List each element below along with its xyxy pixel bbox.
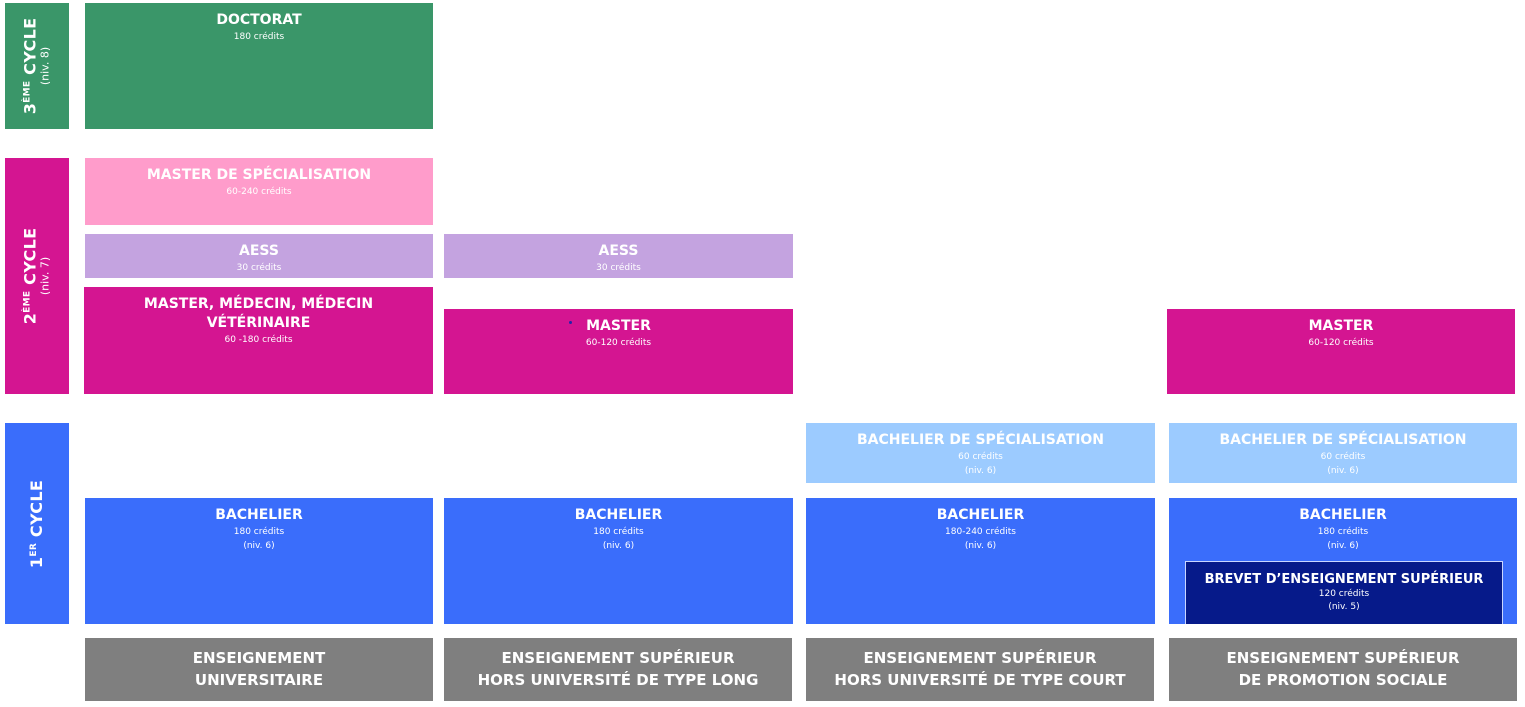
master-promo-credits: 60-120 crédits <box>1308 338 1374 348</box>
brevet-credits: 120 crédits <box>1318 589 1370 599</box>
doctorat-title: DOCTORAT <box>216 12 302 28</box>
bachelier-promo-credits: 180 crédits <box>1317 527 1369 537</box>
bachelier-long-credits: 180 crédits <box>593 527 644 537</box>
bachelier-specialisation-court-title: BACHELIER DE SPÉCIALISATION <box>856 432 1105 448</box>
bachelier-specialisation-promo-box: BACHELIER DE SPÉCIALISATION 60 crédits (… <box>1169 423 1517 483</box>
bachelier-promo-title: BACHELIER <box>1299 507 1387 523</box>
bachelier-long-level: (niv. 6) <box>602 541 635 551</box>
master-univ-title-line2: VÉTÉRINAIRE <box>206 315 311 331</box>
aess-univ-title: AESS <box>239 243 279 259</box>
bachelier-promo-level: (niv. 6) <box>1327 541 1359 551</box>
bachelier-univ-box: BACHELIER 180 crédits (niv. 6) <box>85 498 433 624</box>
cycle-3-label: 3ÈME CYCLE (niv. 8) <box>5 3 69 129</box>
master-promo-box: MASTER 60-120 crédits <box>1167 309 1515 394</box>
master-univ-box: MASTER, MÉDECIN, MÉDECIN VÉTÉRINAIRE 60 … <box>84 287 433 394</box>
bachelier-univ-level: (niv. 6) <box>243 541 275 551</box>
footer-type-long: ENSEIGNEMENT SUPÉRIEUR HORS UNIVERSITÉ D… <box>444 638 792 701</box>
master-univ-credits: 60 -180 crédits <box>224 335 293 345</box>
master-univ-title-line1: MASTER, MÉDECIN, MÉDECIN <box>143 296 374 312</box>
aess-univ-box: AESS 30 crédits <box>85 234 433 278</box>
master-specialisation-credits: 60-240 crédits <box>226 187 292 197</box>
footer-type-court: ENSEIGNEMENT SUPÉRIEUR HORS UNIVERSITÉ D… <box>806 638 1154 701</box>
master-specialisation-title: MASTER DE SPÉCIALISATION <box>146 167 372 183</box>
cycle-3-level: (niv. 8) <box>38 46 52 86</box>
master-promo-title: MASTER <box>1308 318 1374 334</box>
aess-long-credits: 30 crédits <box>596 263 641 273</box>
doctorat-box: DOCTORAT 180 crédits <box>85 3 433 129</box>
bachelier-long-box: BACHELIER 180 crédits (niv. 6) <box>444 498 793 624</box>
master-long-title: MASTER <box>586 318 651 334</box>
brevet-level: (niv. 5) <box>1328 602 1360 612</box>
footer-promotion-sociale: ENSEIGNEMENT SUPÉRIEUR DE PROMOTION SOCI… <box>1169 638 1517 701</box>
cycle-2-label: 2ÈME CYCLE (niv. 7) <box>5 158 69 394</box>
stray-dot <box>569 321 572 324</box>
bachelier-court-level: (niv. 6) <box>964 541 997 551</box>
cycle-1-label: 1ER CYCLE <box>5 423 69 624</box>
footer-universitaire: ENSEIGNEMENT UNIVERSITAIRE <box>85 638 433 701</box>
bachelier-specialisation-promo-credits: 60 crédits <box>1320 452 1366 462</box>
bachelier-specialisation-court-level: (niv. 6) <box>964 466 997 476</box>
bachelier-univ-title: BACHELIER <box>215 507 303 523</box>
bachelier-specialisation-promo-level: (niv. 6) <box>1327 466 1359 476</box>
brevet-title: BREVET D’ENSEIGNEMENT SUPÉRIEUR <box>1204 572 1484 587</box>
doctorat-credits: 180 crédits <box>233 32 285 42</box>
master-long-credits: 60-120 crédits <box>585 338 652 348</box>
bachelier-univ-credits: 180 crédits <box>233 527 285 537</box>
bachelier-specialisation-promo-title: BACHELIER DE SPÉCIALISATION <box>1219 432 1467 448</box>
cycle-2-level: (niv. 7) <box>38 256 52 296</box>
aess-long-box: AESS 30 crédits <box>444 234 793 278</box>
bachelier-court-box: BACHELIER 180-240 crédits (niv. 6) <box>806 498 1155 624</box>
master-specialisation-box: MASTER DE SPÉCIALISATION 60-240 crédits <box>85 158 433 225</box>
bachelier-specialisation-court-box: BACHELIER DE SPÉCIALISATION 60 crédits (… <box>806 423 1155 483</box>
aess-long-title: AESS <box>598 243 639 259</box>
brevet-box: BREVET D’ENSEIGNEMENT SUPÉRIEUR 120 créd… <box>1185 561 1503 624</box>
bachelier-long-title: BACHELIER <box>574 507 663 523</box>
master-long-box: MASTER 60-120 crédits <box>444 309 793 394</box>
bachelier-court-title: BACHELIER <box>936 507 1025 523</box>
bachelier-specialisation-court-credits: 60 crédits <box>958 452 1003 462</box>
aess-univ-credits: 30 crédits <box>236 263 282 273</box>
bachelier-court-credits: 180-240 crédits <box>945 527 1016 537</box>
